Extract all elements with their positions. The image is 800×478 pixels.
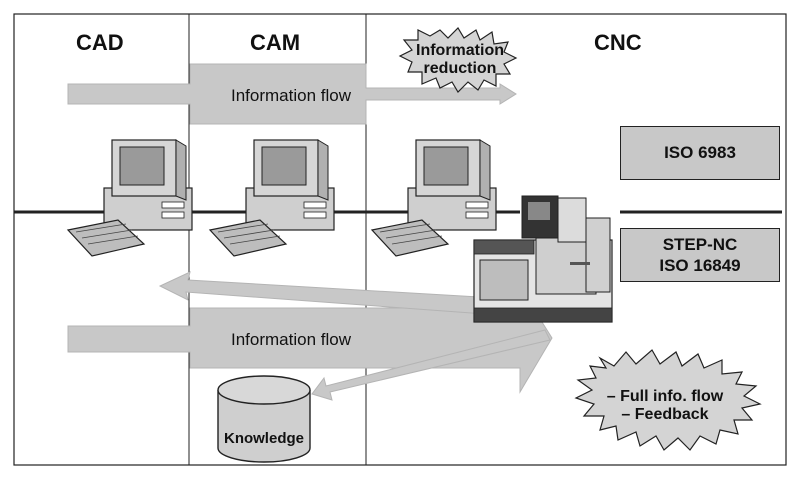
step-nc-box: STEP-NC ISO 16849 <box>620 228 780 282</box>
computer-icon <box>370 139 497 257</box>
full-flow-line-2: – Feedback <box>621 406 709 424</box>
knowledge-arrow <box>311 329 551 401</box>
top-flow-arrow <box>67 63 517 125</box>
iso-6983-box: ISO 6983 <box>620 126 780 180</box>
database-icon <box>217 375 311 463</box>
full-flow-burst <box>574 349 762 451</box>
column-title-cad: CAD <box>76 30 124 55</box>
reduction-burst <box>398 27 518 93</box>
full-flow-burst-text: – Full info. flow – Feedback <box>590 388 740 425</box>
cnc-machine-icon <box>473 195 613 323</box>
top-flow-label: Information flow <box>231 86 351 105</box>
iso-6983-label: ISO 6983 <box>664 143 736 163</box>
column-title-cam: CAM <box>250 30 301 55</box>
computer-icon <box>66 139 193 257</box>
reduction-burst-text: Information reduction <box>404 42 516 79</box>
iso-16849-label: ISO 16849 <box>659 256 741 275</box>
computer-icon <box>208 139 335 257</box>
reduction-line-1: Information <box>416 42 504 59</box>
full-flow-line-1: – Full info. flow <box>606 388 724 405</box>
feedback-arrow <box>158 271 541 319</box>
step-nc-label: STEP-NC <box>662 234 738 254</box>
column-title-cnc: CNC <box>594 30 642 55</box>
bottom-flow-label: Information flow <box>231 330 351 349</box>
frame <box>13 13 787 466</box>
reduction-line-2: reduction <box>423 60 497 78</box>
knowledge-label: Knowledge <box>223 430 304 447</box>
